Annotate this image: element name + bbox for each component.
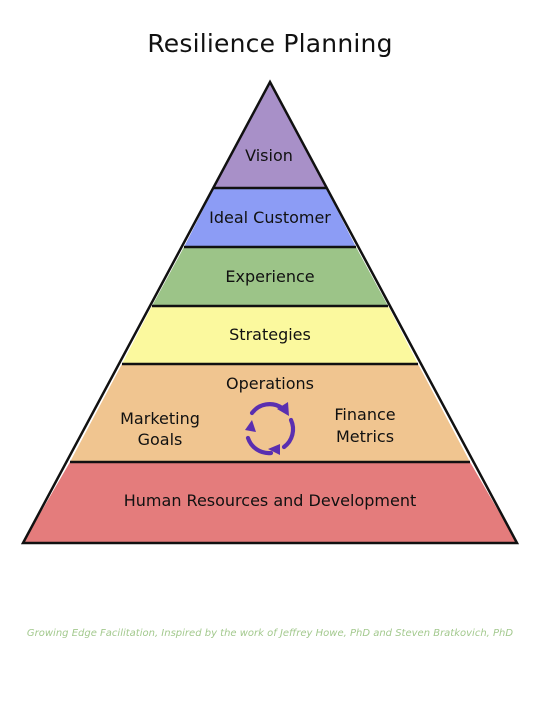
layer-label-experience: Experience [225,267,314,286]
operations-left-line-1: Marketing [120,409,200,428]
pyramid-layer-operations [70,364,470,462]
operations-right-line-2: Metrics [336,427,394,446]
layer-label-strategies: Strategies [229,325,311,344]
pyramid-layer-human-resources [23,462,517,543]
diagram-title: Resilience Planning [147,29,393,58]
pyramid-layer-experience [152,247,388,306]
layer-label-ideal-customer: Ideal Customer [209,208,331,227]
operations-left-line-2: Goals [138,430,183,449]
operations-right-line-1: Finance [334,405,395,424]
pyramid-layer-ideal-customer [184,188,356,247]
refresh-cycle-icon [245,402,296,456]
layer-label-operations: Operations [226,374,314,393]
footer-credit: Growing Edge Facilitation, Inspired by t… [26,628,514,639]
layer-label-vision: Vision [245,146,293,165]
cycle-arrowheads [245,402,289,455]
layer-label-human-resources: Human Resources and Development [124,491,416,510]
pyramid-layer-vision [214,82,326,188]
pyramid-outline [20,79,520,545]
pyramid-layer-strategies [122,306,418,364]
